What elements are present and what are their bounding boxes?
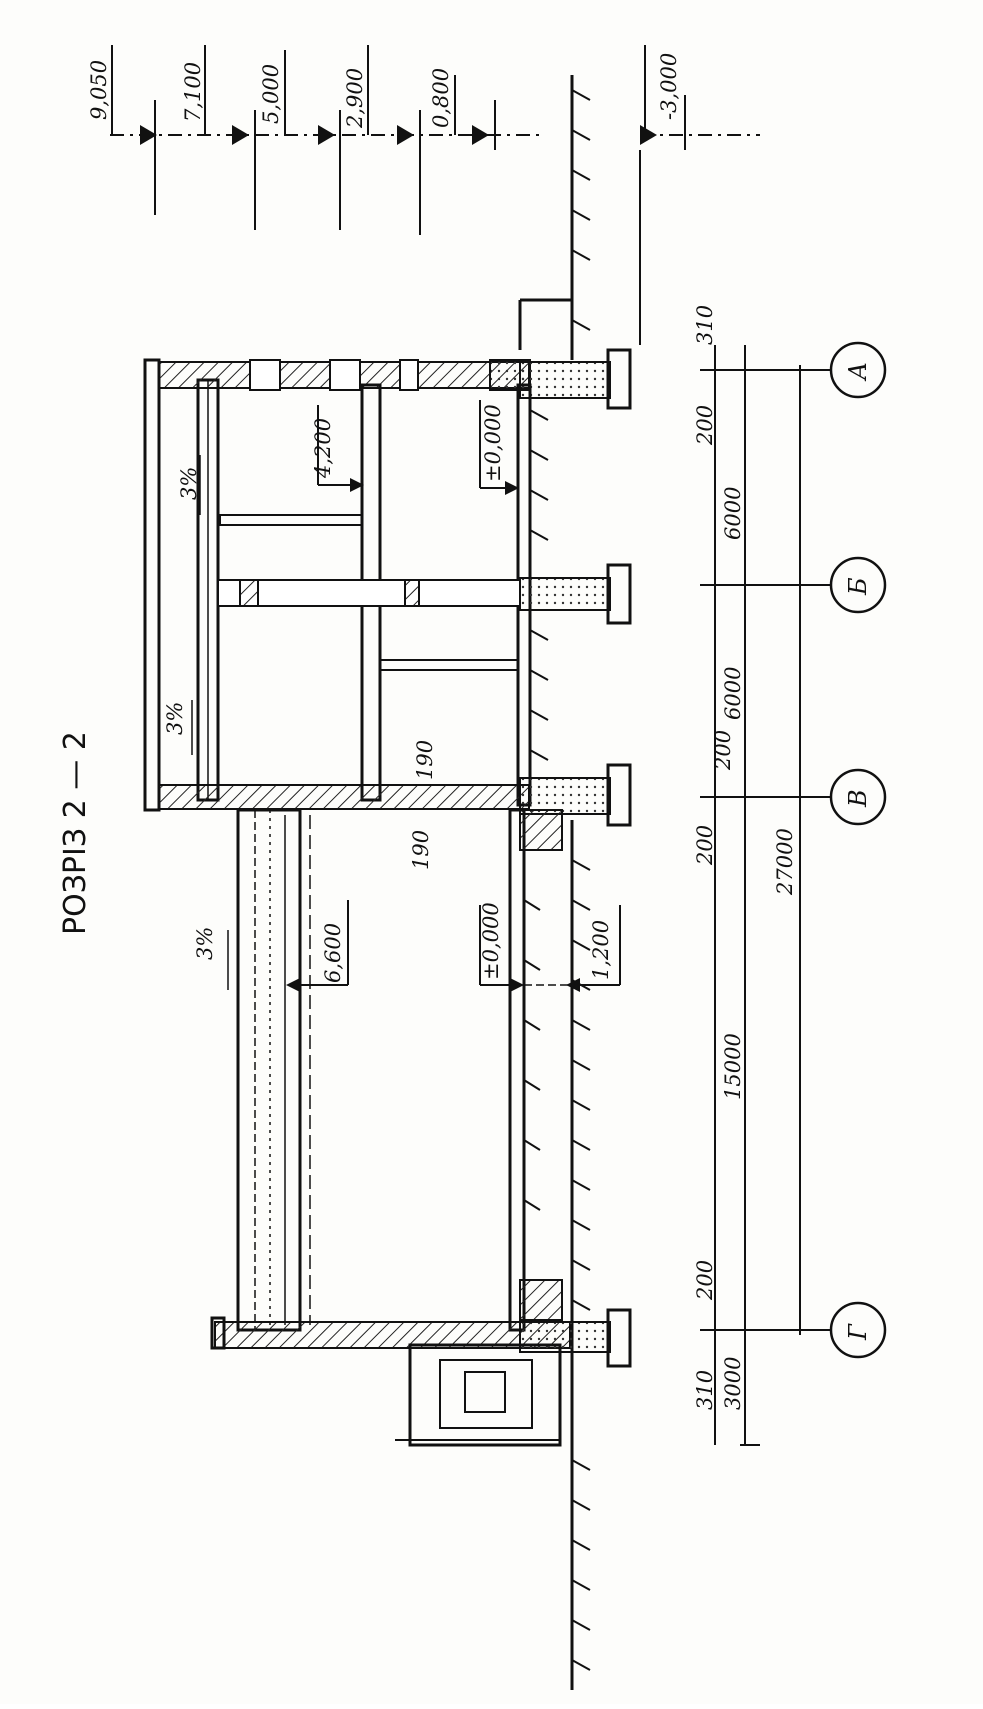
elevation-label-6600: 6,600 [321, 923, 345, 983]
elevation-label-2900: 2,900 [343, 68, 367, 129]
elevation-upper-zero: ±0,000 [479, 400, 519, 495]
elevation-4200: 4,200 [311, 405, 364, 492]
elevation-label-0800: 0,800 [429, 68, 453, 128]
floor-hatching-block [529, 409, 549, 761]
foundation-axis-g [519, 1321, 611, 1353]
wall-axis-v [158, 784, 530, 810]
dim-offset-v-bottom: 200 [693, 825, 717, 866]
elevation-minus-1200: 1,200 [566, 905, 621, 992]
dim-span-vg: 15000 [721, 1033, 745, 1100]
elevation-label-upper-zero: ±0,000 [481, 404, 505, 482]
dim-wall-a: 310 [693, 305, 717, 345]
axis-label-g: Г [844, 1323, 872, 1341]
elevation-label-minus-3000: -3,000 [657, 53, 681, 120]
elevation-2900: 2,900 [343, 45, 421, 235]
axis-label-v: В [844, 789, 872, 808]
dim-wall-thick-1: 190 [413, 740, 437, 780]
dim-span-ab: 6000 [721, 487, 745, 540]
slope-middle: 3% [163, 700, 193, 755]
elevation-minus-3000: -3,000 [639, 45, 686, 345]
roof-parapet-upper [143, 358, 161, 812]
axis-label-a: А [844, 362, 872, 382]
foundation-axis-v [519, 777, 611, 815]
dim-annex: 3000 [721, 1357, 745, 1410]
floor-hatching-hall [523, 899, 541, 1211]
elevation-label-minus-1200: 1,200 [589, 920, 613, 980]
elevation-label-9050: 9,050 [87, 60, 111, 120]
dim-wall-g: 310 [693, 1370, 717, 1410]
slope-label-middle: 3% [163, 702, 187, 735]
axis-bubble-g: Г [829, 1301, 887, 1359]
elevation-6600: 6,600 [286, 900, 349, 992]
section-title: РОЗРІЗ 2 — 2 [58, 731, 93, 935]
elevation-hall-zero: ±0,000 [479, 902, 570, 992]
foundation-axis-a [519, 361, 611, 399]
dim-offset-a: 200 [693, 405, 717, 446]
axis-bubble-b: Б [829, 556, 887, 614]
column-axis-b [217, 579, 521, 607]
axis-bubble-a: А [829, 341, 887, 399]
slope-upper: 3% [177, 455, 201, 515]
axis-bubble-v: В [829, 768, 887, 826]
slope-label-upper: 3% [177, 467, 201, 500]
ground-line [518, 75, 574, 1690]
elevation-9050: 9,050 [87, 45, 157, 215]
annex-structure [408, 1343, 562, 1447]
elevation-label-5000: 5,000 [259, 64, 283, 124]
axis-label-b: Б [844, 577, 872, 596]
slope-hall: 3% [193, 927, 229, 990]
dim-span-bv: 6000 [721, 667, 745, 720]
elevation-label-7100: 7,100 [181, 62, 205, 122]
elevation-0800: 0,800 [429, 68, 496, 150]
slope-label-hall: 3% [193, 927, 217, 960]
elevation-label-hall-zero: ±0,000 [479, 902, 503, 980]
elevation-7100: 7,100 [181, 45, 256, 230]
hall-floor-slab [508, 808, 526, 1332]
hall-roof-slab [236, 808, 302, 1332]
dim-offset-g: 200 [693, 1260, 717, 1301]
elevation-5000: 5,000 [259, 50, 341, 230]
ground-hatching [571, 89, 591, 1671]
dim-wall-thick-2: 190 [409, 830, 433, 870]
dim-overall: 27000 [773, 828, 797, 896]
foundation-axis-b [519, 577, 611, 611]
elevation-label-4200: 4,200 [311, 418, 335, 479]
dim-offset-v-top: 200 [711, 730, 735, 771]
dimension-lines [700, 345, 830, 1446]
